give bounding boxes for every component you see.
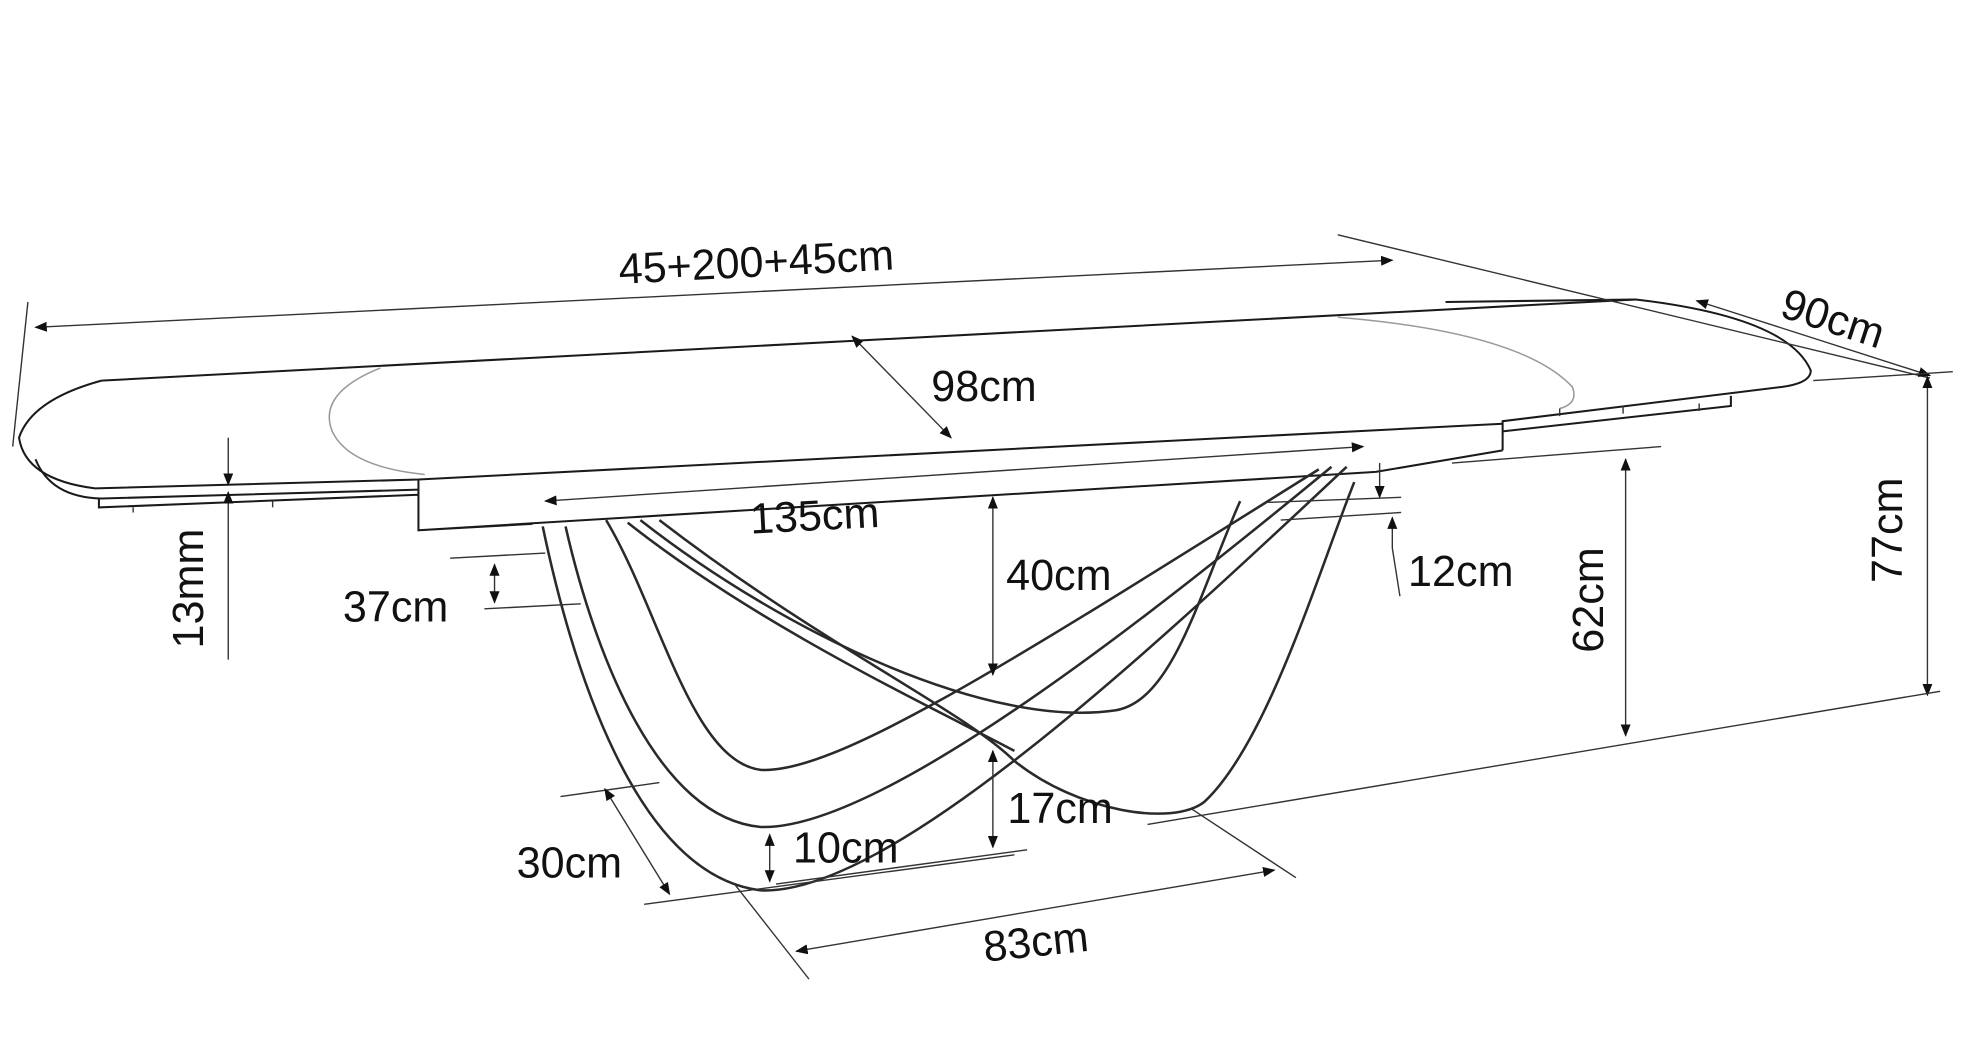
label-leg-cross-height: 40cm — [1006, 552, 1111, 600]
table-top — [17, 298, 1812, 532]
label-floor-to-frame: 62cm — [1565, 547, 1613, 652]
ceramic-panel-left-arc — [328, 367, 425, 476]
table-base-legs — [541, 465, 1356, 892]
label-total-height: 77cm — [1864, 478, 1912, 583]
label-foot-width: 30cm — [517, 840, 622, 888]
label-top-thickness: 13mm — [165, 529, 213, 649]
dimension-lines — [11, 234, 1953, 980]
label-leg-top-offset: 37cm — [343, 584, 448, 632]
label-total-length: 45+200+45cm — [617, 231, 895, 293]
label-frame-height: 12cm — [1408, 548, 1513, 596]
extension-frame — [97, 395, 1732, 532]
label-foot-lift: 10cm — [793, 824, 898, 872]
label-top-panel: 98cm — [931, 363, 1036, 411]
ceramic-panel-right-arc — [1337, 316, 1575, 410]
label-frame-length: 135cm — [749, 489, 881, 544]
label-cross-to-floor: 17cm — [1007, 785, 1112, 833]
label-base-length: 83cm — [981, 913, 1091, 972]
